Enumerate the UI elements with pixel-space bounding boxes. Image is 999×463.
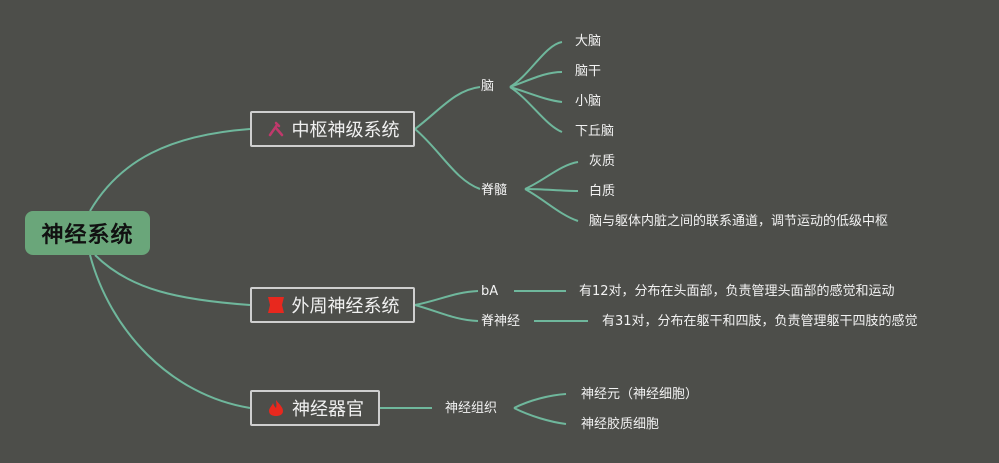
node-cerebellum[interactable]: 小脑: [575, 94, 602, 109]
node-spinal-cord[interactable]: 脊髓: [481, 183, 508, 198]
flame-icon: [266, 398, 286, 418]
node-neuron[interactable]: 神经元（神经细胞）: [581, 387, 699, 402]
node-spinal-function[interactable]: 脑与躯体内脏之间的联系通道，调节运动的低级中枢: [589, 214, 889, 229]
node-brain[interactable]: 脑: [481, 79, 495, 94]
root-node[interactable]: 神经系统: [25, 211, 150, 255]
node-cranial-nerves[interactable]: bA: [481, 284, 499, 299]
node-brainstem[interactable]: 脑干: [575, 64, 602, 79]
node-white-matter[interactable]: 白质: [589, 184, 616, 199]
topic-peripheral-nervous-system[interactable]: 外周神经系统: [250, 287, 415, 323]
topic-label: 外周神经系统: [291, 296, 400, 317]
crossed-tools-icon: [266, 119, 286, 139]
node-cerebrum[interactable]: 大脑: [575, 34, 602, 49]
node-hypothalamus[interactable]: 下丘脑: [575, 124, 615, 139]
node-spinal-nerves-detail[interactable]: 有31对，分布在躯干和四肢，负责管理躯干四肢的感觉: [602, 314, 918, 329]
red-square-icon: [266, 295, 286, 315]
topic-label: 神经器官: [292, 399, 364, 420]
node-gray-matter[interactable]: 灰质: [589, 154, 616, 169]
node-nervous-tissue[interactable]: 神经组织: [445, 401, 498, 416]
node-spinal-nerves[interactable]: 脊神经: [481, 314, 521, 329]
node-cranial-detail[interactable]: 有12对，分布在头面部，负责管理头面部的感觉和运动: [579, 284, 895, 299]
node-glial-cell[interactable]: 神经胶质细胞: [581, 417, 660, 432]
topic-central-nervous-system[interactable]: 中枢神级系统: [250, 111, 415, 147]
topic-nervous-organ[interactable]: 神经器官: [250, 390, 380, 426]
topic-label: 中枢神级系统: [291, 120, 400, 141]
